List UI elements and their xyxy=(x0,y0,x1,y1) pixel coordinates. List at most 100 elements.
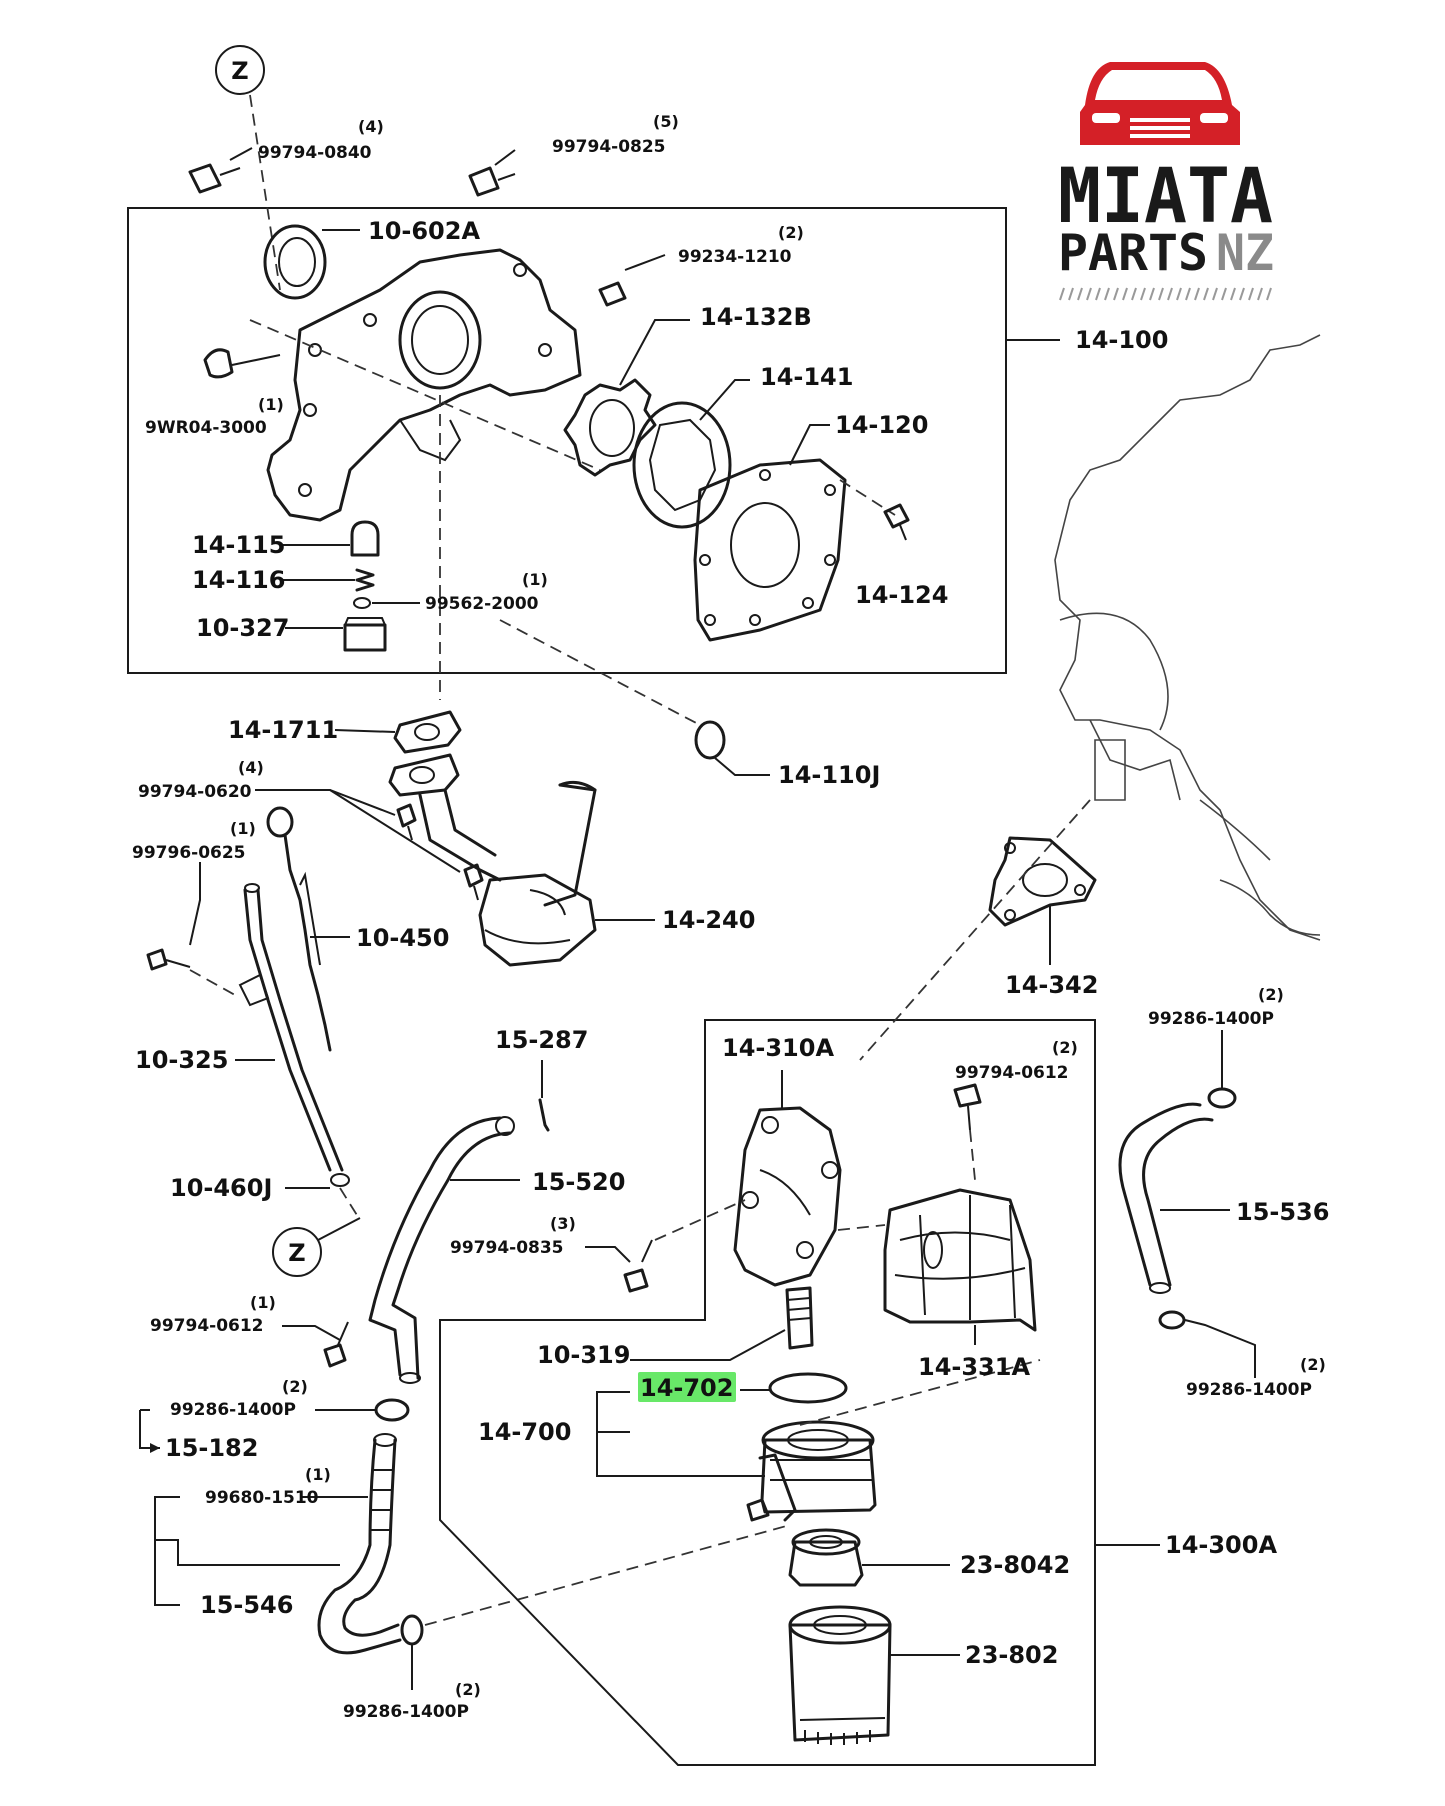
label-10-325: 10-325 xyxy=(135,1046,228,1074)
label-14-141: 14-141 xyxy=(760,363,853,391)
oil-seal-10-602A xyxy=(263,224,360,300)
qty-99286-1400P-left: (2) xyxy=(282,1377,308,1396)
bolt-99794-0825 xyxy=(468,149,516,197)
label-10-327: 10-327 xyxy=(196,614,289,642)
label-14-702: 14-702 xyxy=(640,1374,733,1402)
label-99794-0612-lower: 99794-0612 xyxy=(150,1316,264,1336)
spring-14-116 xyxy=(280,568,375,592)
relief-plunger-14-115 xyxy=(280,520,380,557)
miata-parts-nz-logo: MIATA PARTS NZ xyxy=(1058,62,1274,301)
qty-99794-0612-upper: (2) xyxy=(1052,1038,1078,1057)
bolt-99794-0612-upper xyxy=(953,1083,982,1181)
label-14-310A: 14-310A xyxy=(722,1034,834,1062)
qty-99680-1510: (1) xyxy=(305,1465,331,1484)
label-99796-0625: 99796-0625 xyxy=(132,843,246,863)
label-9WR04-3000: 9WR04-3000 xyxy=(145,418,267,438)
oil-pump-assembly-frame xyxy=(127,207,1060,674)
qty-99794-0835: (3) xyxy=(550,1214,576,1233)
bolt-99794-0840 xyxy=(188,147,253,194)
plug-10-327 xyxy=(285,617,387,652)
logo-stripes xyxy=(1059,287,1272,301)
filter-cover-14-331A xyxy=(837,1188,1037,1345)
hose-15-546 xyxy=(154,1433,402,1655)
qty-99286-1400P-lower-right: (2) xyxy=(1300,1355,1326,1374)
label-99794-0835: 99794-0835 xyxy=(450,1238,564,1258)
label-23-8042: 23-8042 xyxy=(960,1551,1070,1579)
oil-filter-23-802 xyxy=(788,1605,960,1745)
label-99794-0612-upper: 99794-0612 xyxy=(955,1063,1069,1083)
bolt-99796-0625 xyxy=(146,862,236,996)
label-99286-1400P-lower-right: 99286-1400P xyxy=(1186,1380,1312,1400)
part-labels: 99794-0840 (4) 99794-0825 (5) 10-602A 99… xyxy=(132,112,1329,1722)
label-99794-0840: 99794-0840 xyxy=(258,143,372,163)
label-14-110J: 14-110J xyxy=(778,761,880,789)
label-23-802: 23-802 xyxy=(965,1641,1058,1669)
o-ring-10-460J xyxy=(285,1173,361,1221)
z-marker-bottom: Z xyxy=(272,1217,361,1277)
o-ring-14-110J xyxy=(694,720,770,776)
label-10-319: 10-319 xyxy=(537,1341,630,1369)
label-14-100: 14-100 xyxy=(1075,326,1168,354)
label-14-1711: 14-1711 xyxy=(228,716,338,744)
clip-15-287 xyxy=(538,1060,550,1132)
qty-99286-1400P-bottom: (2) xyxy=(455,1680,481,1699)
qty-9WR04-3000: (1) xyxy=(258,395,284,414)
hose-15-536 xyxy=(1118,1102,1230,1294)
label-14-115: 14-115 xyxy=(192,531,285,559)
logo-miata-text: MIATA xyxy=(1058,151,1273,240)
screw-14-124 xyxy=(839,479,910,541)
label-99794-0620: 99794-0620 xyxy=(138,782,252,802)
label-15-546: 15-546 xyxy=(200,1591,293,1619)
label-14-240: 14-240 xyxy=(662,906,755,934)
dowel-pin-99234-1210 xyxy=(598,254,666,307)
logo-parts-text: PARTS xyxy=(1058,224,1208,282)
bolts-99794-0620 xyxy=(255,789,484,901)
label-14-124: 14-124 xyxy=(855,581,948,609)
label-99286-1400P-bottom: 99286-1400P xyxy=(343,1702,469,1722)
qty-99234-1210: (2) xyxy=(778,223,804,242)
label-15-287: 15-287 xyxy=(495,1026,588,1054)
outer-rotor-14-141 xyxy=(632,379,750,529)
label-14-116: 14-116 xyxy=(192,566,285,594)
label-14-700: 14-700 xyxy=(478,1418,571,1446)
label-14-342: 14-342 xyxy=(1005,971,1098,999)
dipstick-tube-10-325 xyxy=(235,883,344,1172)
pump-cover-14-120 xyxy=(693,424,847,642)
label-15-182: 15-182 xyxy=(165,1434,258,1462)
qty-99794-0840: (4) xyxy=(358,117,384,136)
label-10-602A: 10-602A xyxy=(368,217,480,245)
nipple-10-319 xyxy=(630,1286,814,1361)
gasket-14-1711 xyxy=(334,710,462,754)
label-14-132B: 14-132B xyxy=(700,303,812,331)
label-99562-2000: 99562-2000 xyxy=(425,594,539,614)
bolt-99794-0612-lower xyxy=(282,1321,349,1368)
qty-99562-2000: (1) xyxy=(522,570,548,589)
filter-bracket-14-310A xyxy=(733,1070,842,1287)
qty-99794-0825: (5) xyxy=(653,112,679,131)
z-marker-bottom-label: Z xyxy=(288,1239,305,1267)
label-15-520: 15-520 xyxy=(532,1168,625,1196)
clamp-99286-1400P-upper-right xyxy=(1207,1030,1237,1109)
car-logo-icon xyxy=(1080,62,1240,145)
label-99794-0825: 99794-0825 xyxy=(552,137,666,157)
label-99234-1210: 99234-1210 xyxy=(678,247,792,267)
qty-99286-1400P-upper-right: (2) xyxy=(1258,985,1284,1004)
hose-15-520 xyxy=(368,1116,520,1384)
gasket-14-342 xyxy=(859,799,1097,1061)
label-99286-1400P-upper-right: 99286-1400P xyxy=(1148,1009,1274,1029)
logo-nz-text: NZ xyxy=(1216,224,1274,282)
label-99680-1510: 99680-1510 xyxy=(205,1488,319,1508)
label-10-450: 10-450 xyxy=(356,924,449,952)
highlight-14-702 xyxy=(638,1372,736,1402)
engine-block-outline xyxy=(1054,334,1321,941)
label-15-536: 15-536 xyxy=(1236,1198,1329,1226)
label-14-120: 14-120 xyxy=(835,411,928,439)
label-14-300A: 14-300A xyxy=(1165,1531,1277,1559)
oil-filter-assembly-frame xyxy=(439,1019,1160,1766)
o-ring-14-702 xyxy=(740,1372,848,1404)
qty-99794-0620: (4) xyxy=(238,758,264,777)
z-marker-top-label: Z xyxy=(231,57,248,85)
oil-pump-body xyxy=(266,248,582,522)
